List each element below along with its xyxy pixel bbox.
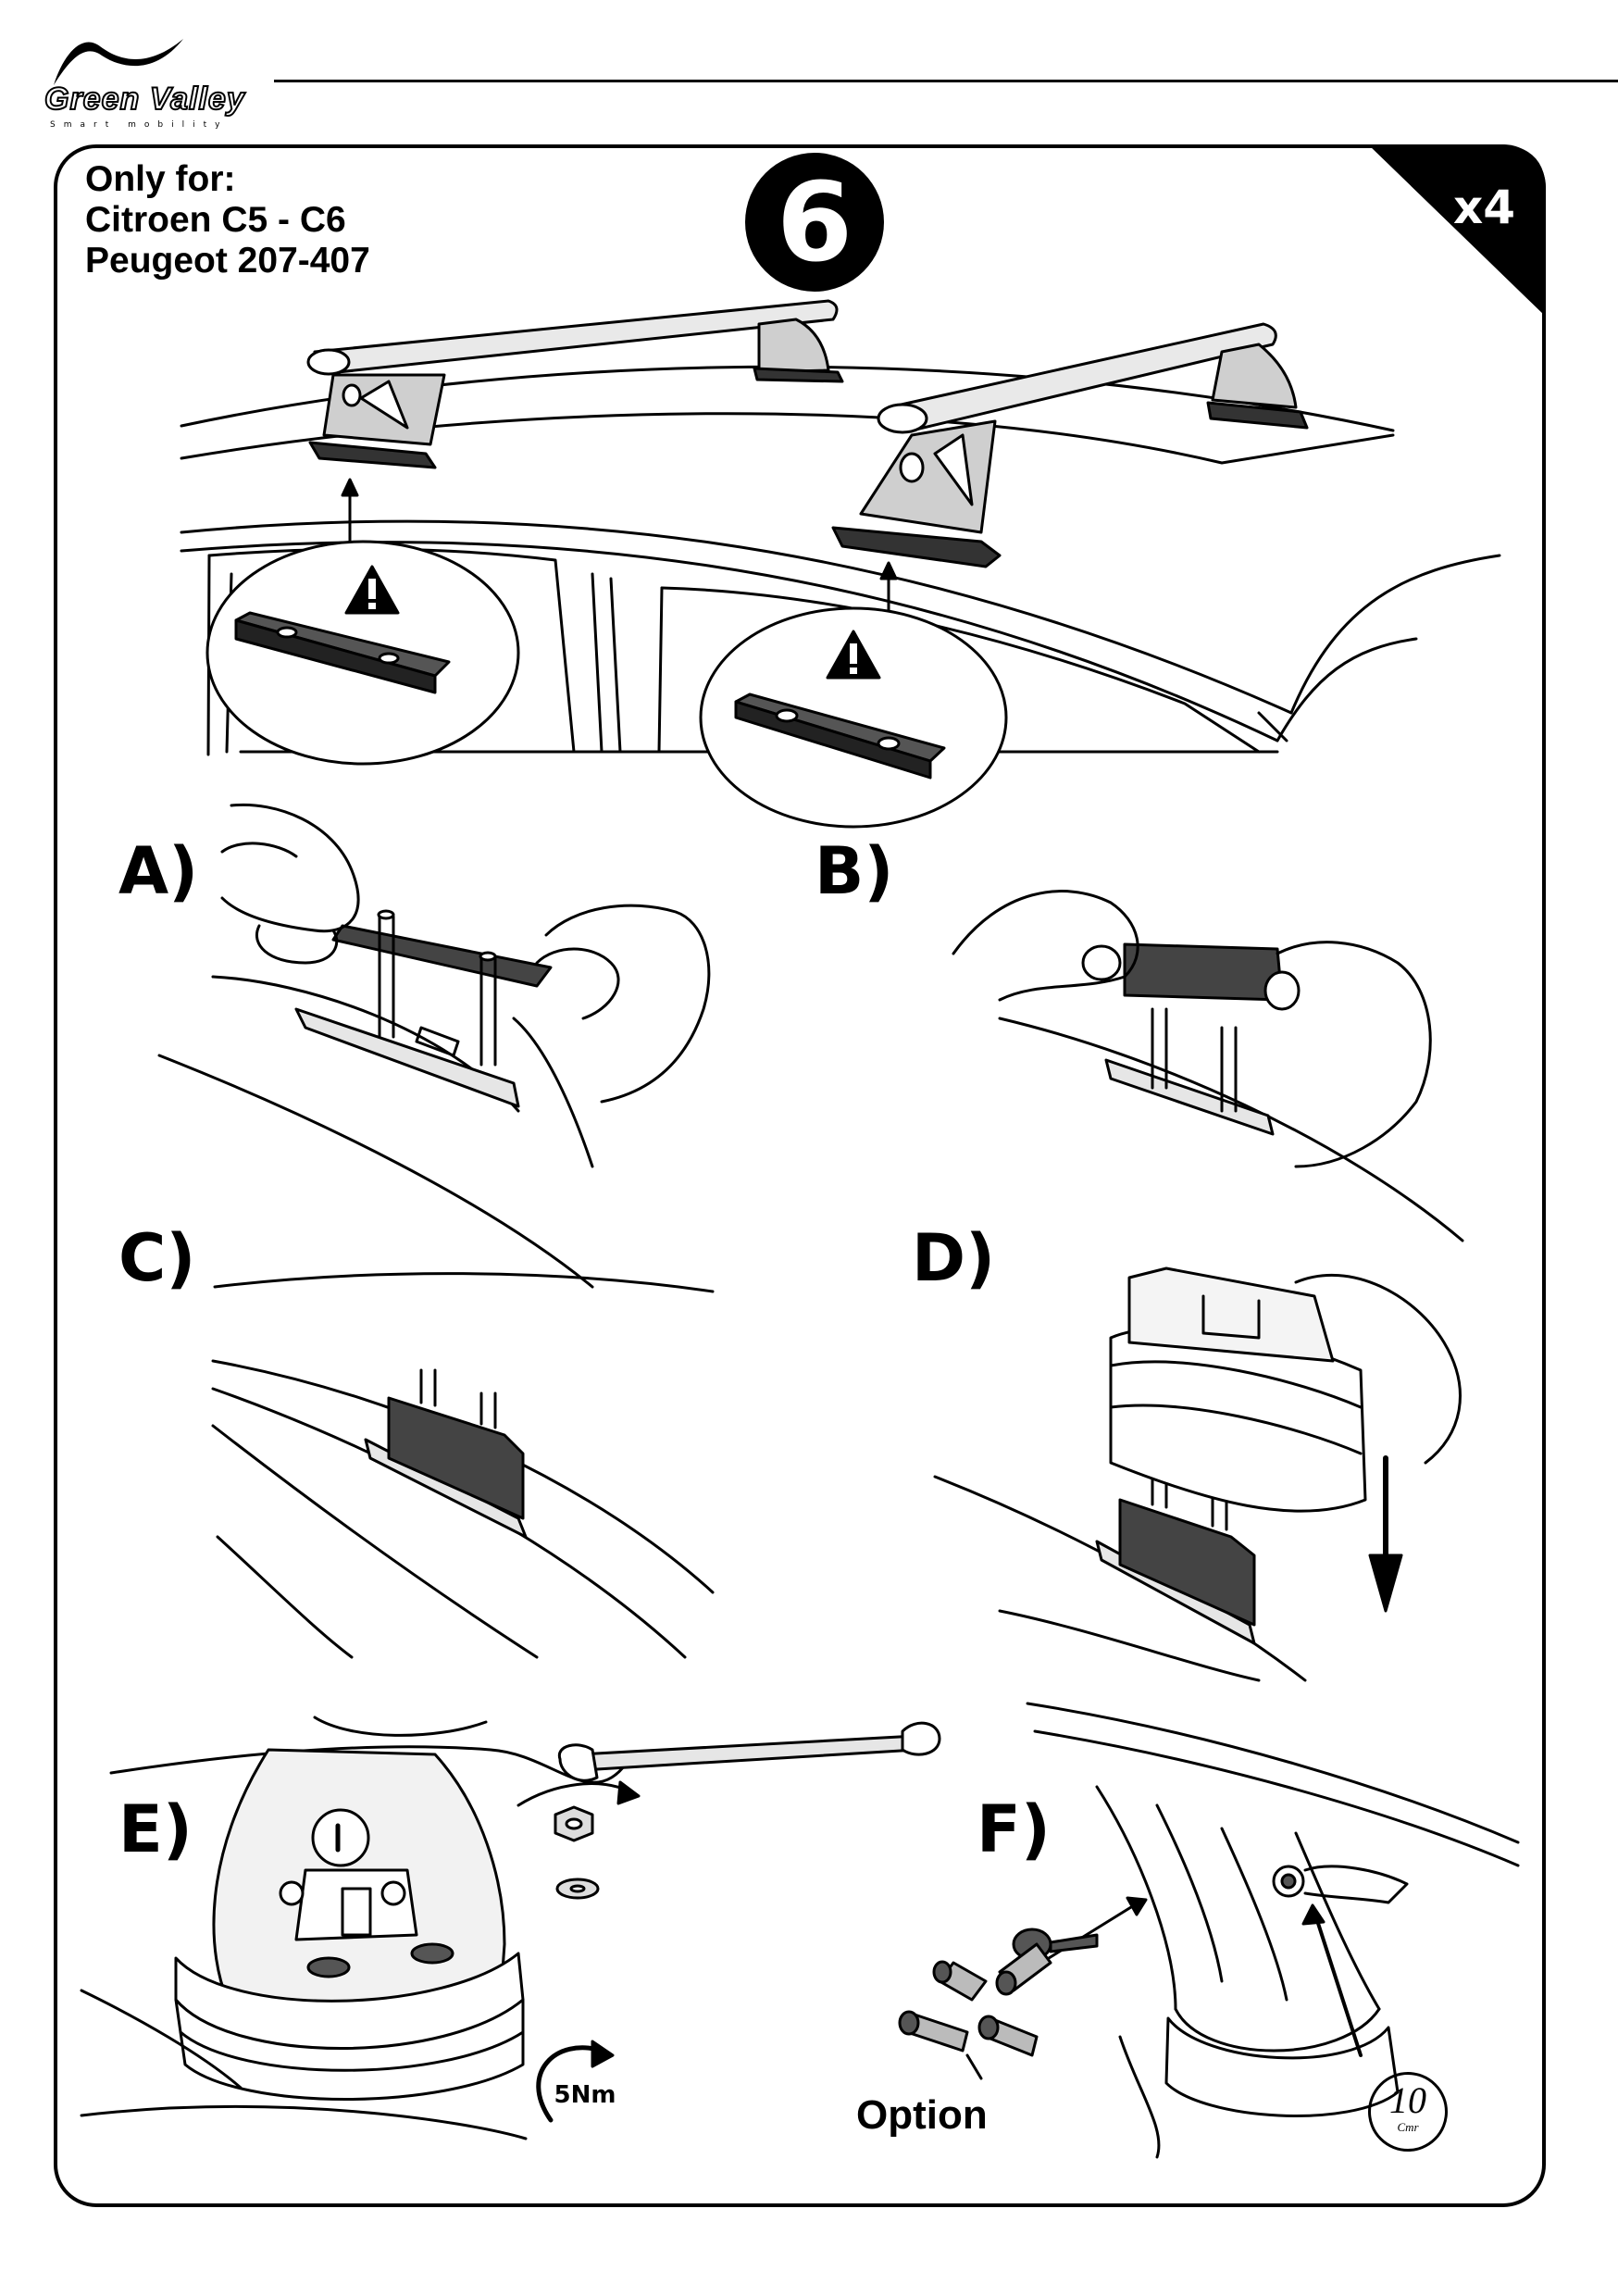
panel-label-d: D) [912, 1220, 996, 1296]
logo-swoosh-icon [54, 39, 183, 85]
rotate-arrow-icon [517, 1780, 641, 1807]
note-line-2: Citroen C5 - C6 [85, 200, 346, 240]
vehicle-note: Only for: Citroen C5 - C6 Peugeot 207-40… [85, 159, 370, 281]
stamp-unit: Cmr [1397, 2120, 1419, 2134]
header-rule [274, 80, 1618, 82]
stamp-number: 10 [1389, 2079, 1426, 2121]
brand-name: Green Valley [44, 81, 245, 118]
roof-overview-illustration [180, 299, 1501, 829]
nut-washer-illustration [554, 1805, 600, 1900]
panel-d-illustration [933, 1267, 1462, 1682]
torque-arrow-icon [536, 2040, 615, 2123]
torque-stamp: 10 Cmr [1368, 2072, 1448, 2152]
panel-label-e: E) [118, 1791, 193, 1867]
brand-tagline: Smart mobility [50, 120, 229, 130]
panel-label-c: C) [118, 1220, 196, 1296]
panel-label-a: A) [118, 833, 199, 909]
quantity-badge: x4 [1453, 181, 1516, 234]
lock-cylinder-icon [898, 1942, 1052, 2080]
note-line-1: Only for: [85, 159, 236, 199]
panel-e-illustration [80, 1716, 631, 2140]
panel-a-illustration [157, 803, 711, 1289]
panel-b-illustration [952, 890, 1464, 1242]
wrench-icon [557, 1721, 941, 1782]
panel-c-illustration [211, 1272, 715, 1659]
step-number: 6 [745, 153, 884, 292]
torque-value: 5Nm [554, 2081, 616, 2109]
panel-label-f: F) [977, 1791, 1051, 1867]
brand-logo: Green Valley Smart mobility [44, 28, 285, 139]
warning-icon [344, 565, 881, 680]
note-line-3: Peugeot 207-407 [85, 241, 370, 281]
option-label: Option [856, 2092, 988, 2138]
panel-f-illustration [1026, 1702, 1520, 2159]
panel-label-b: B) [815, 833, 894, 909]
arrow-down-icon [1368, 1455, 1403, 1613]
torque-callout: 5Nm [539, 2053, 631, 2146]
